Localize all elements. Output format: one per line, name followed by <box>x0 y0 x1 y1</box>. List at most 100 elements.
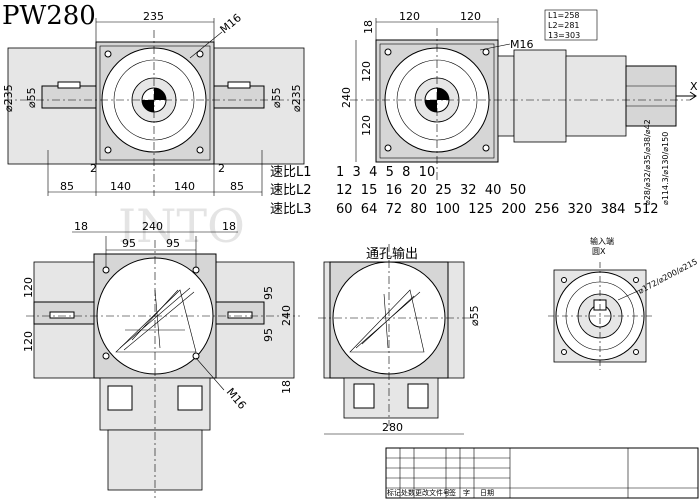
title-cell: 日期 <box>480 489 494 497</box>
right-shaft <box>213 85 265 109</box>
top-right-view: X 120 120 18 M16 240 120 120 L1=258 L2=2… <box>340 9 698 205</box>
bolt-leader <box>189 31 223 59</box>
dim-left: 120 <box>360 61 373 82</box>
length-box <box>544 9 598 41</box>
dim-width-label: 235 <box>143 10 164 23</box>
dim-top: 240 <box>142 220 163 233</box>
body-inner <box>99 45 211 161</box>
adapter-window <box>107 385 133 411</box>
bolt-hole <box>482 144 490 152</box>
title-cell: 处数 <box>401 488 415 497</box>
ratio-label: 速比L2 <box>270 183 312 198</box>
bolt-hole <box>384 144 392 152</box>
bottom-dim: 85 <box>60 180 74 193</box>
dim-bottom: 18 <box>280 380 293 394</box>
bolt-label: M16 <box>218 11 244 36</box>
bore-quadrant-1 <box>437 88 449 100</box>
bolt-hole <box>633 277 639 283</box>
adapter-window <box>177 385 203 411</box>
title-block: 标记 处数 更改文件号 签 字 日期 <box>385 447 699 499</box>
watermark: INTO <box>118 199 245 253</box>
dim-inner: 95 <box>122 237 136 250</box>
bevel-gear-triangle <box>115 289 197 353</box>
bore-dia: ⌀55 <box>468 305 481 326</box>
dim-top: 120 <box>399 10 420 23</box>
x-arrow-head <box>689 91 697 101</box>
bolt-label: M16 <box>224 386 249 412</box>
adapter-window <box>407 383 429 409</box>
bottom-left-view: 18 240 18 95 95 120 120 95 240 95 M16 18 <box>22 220 300 498</box>
bolt-hole <box>633 349 639 355</box>
right-key <box>227 311 253 319</box>
dim-height: 240 <box>340 87 353 108</box>
dia-leader <box>617 289 641 301</box>
gap-right: 2 <box>218 162 225 175</box>
motor-flange <box>565 55 627 137</box>
dia-shaft-left: ⌀55 <box>25 87 38 108</box>
flange-inner <box>113 59 195 141</box>
dia-shaft-right: ⌀55 <box>270 87 283 108</box>
dim-right: 95 <box>262 328 275 342</box>
dim-top: 120 <box>460 10 481 23</box>
bottom-middle-view: 通孔输出 ⌀55 280 <box>318 244 481 435</box>
motor-shaft-block <box>625 65 677 127</box>
dim-left-small: 18 <box>362 20 375 34</box>
bolt-hole <box>196 50 204 58</box>
left-key <box>57 81 81 89</box>
bolt-hole <box>196 146 204 154</box>
ratio-values: 60 64 72 80 100 125 200 256 320 384 512 <box>336 202 659 217</box>
dim-top: 18 <box>222 220 236 233</box>
title-block-frame <box>385 447 699 499</box>
dim-right: 95 <box>262 286 275 300</box>
adapter-window <box>353 383 375 409</box>
bolt-hole <box>104 50 112 58</box>
bolt-hole <box>384 48 392 56</box>
length-l3: 13=303 <box>548 31 580 40</box>
bolt-leader <box>195 357 225 391</box>
bottom-dim: 140 <box>110 180 131 193</box>
bolt-hole <box>102 352 110 360</box>
flange-dims-2: ⌀114.3/⌀130/⌀150 <box>661 132 670 205</box>
ratio-table: 速比L1 1 3 4 5 8 10 速比L2 12 15 16 20 25 32… <box>270 165 659 217</box>
bevel-gear-lines <box>355 291 421 349</box>
dim-right: 240 <box>280 305 293 326</box>
bottom-dim: 85 <box>230 180 244 193</box>
top-left-view: 235 M16 ⌀235 ⌀55 ⌀55 ⌀235 2 2 85 140 140… <box>2 10 306 196</box>
ratio-values: 1 3 4 5 8 10 <box>336 165 435 180</box>
dim-left: 120 <box>360 115 373 136</box>
ratio-values: 12 15 16 20 25 32 40 50 <box>336 183 526 198</box>
label-sub: 圆X <box>592 247 606 256</box>
bottom-right-view: 输入端 圆X ⌀172/⌀200/⌀215 <box>548 236 699 370</box>
ratio-label: 速比L1 <box>270 165 312 180</box>
bolt-hole <box>561 277 567 283</box>
right-key <box>227 81 251 89</box>
title-cell: 标记 <box>387 488 401 497</box>
gap-left: 2 <box>90 162 97 175</box>
bolt-label: M16 <box>510 38 534 51</box>
dim-inner: 95 <box>166 237 180 250</box>
model-title: PW280 <box>2 1 96 31</box>
bolt-hole <box>104 146 112 154</box>
bolt-hole <box>482 48 490 56</box>
length-l1: L1=258 <box>548 11 580 20</box>
dia-right: ⌀235 <box>290 84 303 112</box>
adapter-ring <box>497 55 515 137</box>
bolt-hole <box>192 352 200 360</box>
dim-left: 120 <box>22 277 35 298</box>
motor-adapter <box>513 49 567 143</box>
x-label: X <box>690 80 698 93</box>
bevel-gear-triangle <box>349 289 425 353</box>
bolt-hole <box>561 349 567 355</box>
dim-top: 18 <box>74 220 88 233</box>
dim-left: 120 <box>22 331 35 352</box>
length-l2: L2=281 <box>548 21 580 30</box>
title-cell: 更改文件号 <box>415 488 450 497</box>
bottom-dim: 140 <box>174 180 195 193</box>
flange-dims: ⌀28/⌀32/⌀35/⌀38/⌀42 <box>643 119 652 205</box>
title-cell: 签 <box>449 488 456 497</box>
left-key <box>49 311 75 319</box>
label-top: 输入端 <box>590 236 614 246</box>
view-title: 通孔输出 <box>366 246 418 262</box>
